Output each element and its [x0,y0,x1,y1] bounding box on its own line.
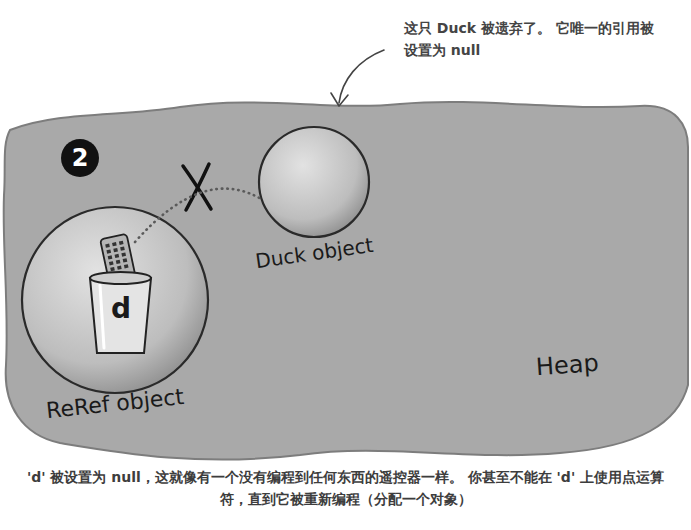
callout-note: 这只 Duck 被遗弃了。 它唯一的引用被设置为 null [404,18,654,61]
object-label: Duck object [254,233,375,273]
variable-name: d [111,292,131,326]
object-outline [257,125,371,239]
dotted-line [135,189,262,242]
object-circle: Duck object [252,125,376,275]
object-label: ReRef object [45,384,185,425]
callout-note-holder: 这只 Duck 被遗弃了。 它唯一的引用被设置为 null [404,18,654,61]
caption: 'd' 被设置为 null，这就像有一个没有编程到任何东西的遥控器一样。 你甚至… [25,466,666,511]
object-circle: ReRef object d [20,205,210,430]
cross-mark [186,164,209,210]
reference-variable: d [88,240,153,355]
heap-outline [4,102,688,460]
heap-label: Heap [535,349,600,382]
callout-leader [339,50,384,103]
caption-holder: 'd' 被设置为 null，这就像有一个没有编程到任何东西的遥控器一样。 你甚至… [25,466,666,511]
callout-arrowhead [331,93,348,106]
heap-region: HeapReRef object d Duck object [0,85,691,470]
callout-number: 2 [72,146,89,170]
callout-number-holder: 2 [61,139,99,177]
reference-link [135,189,262,242]
callout-badge [61,139,99,177]
